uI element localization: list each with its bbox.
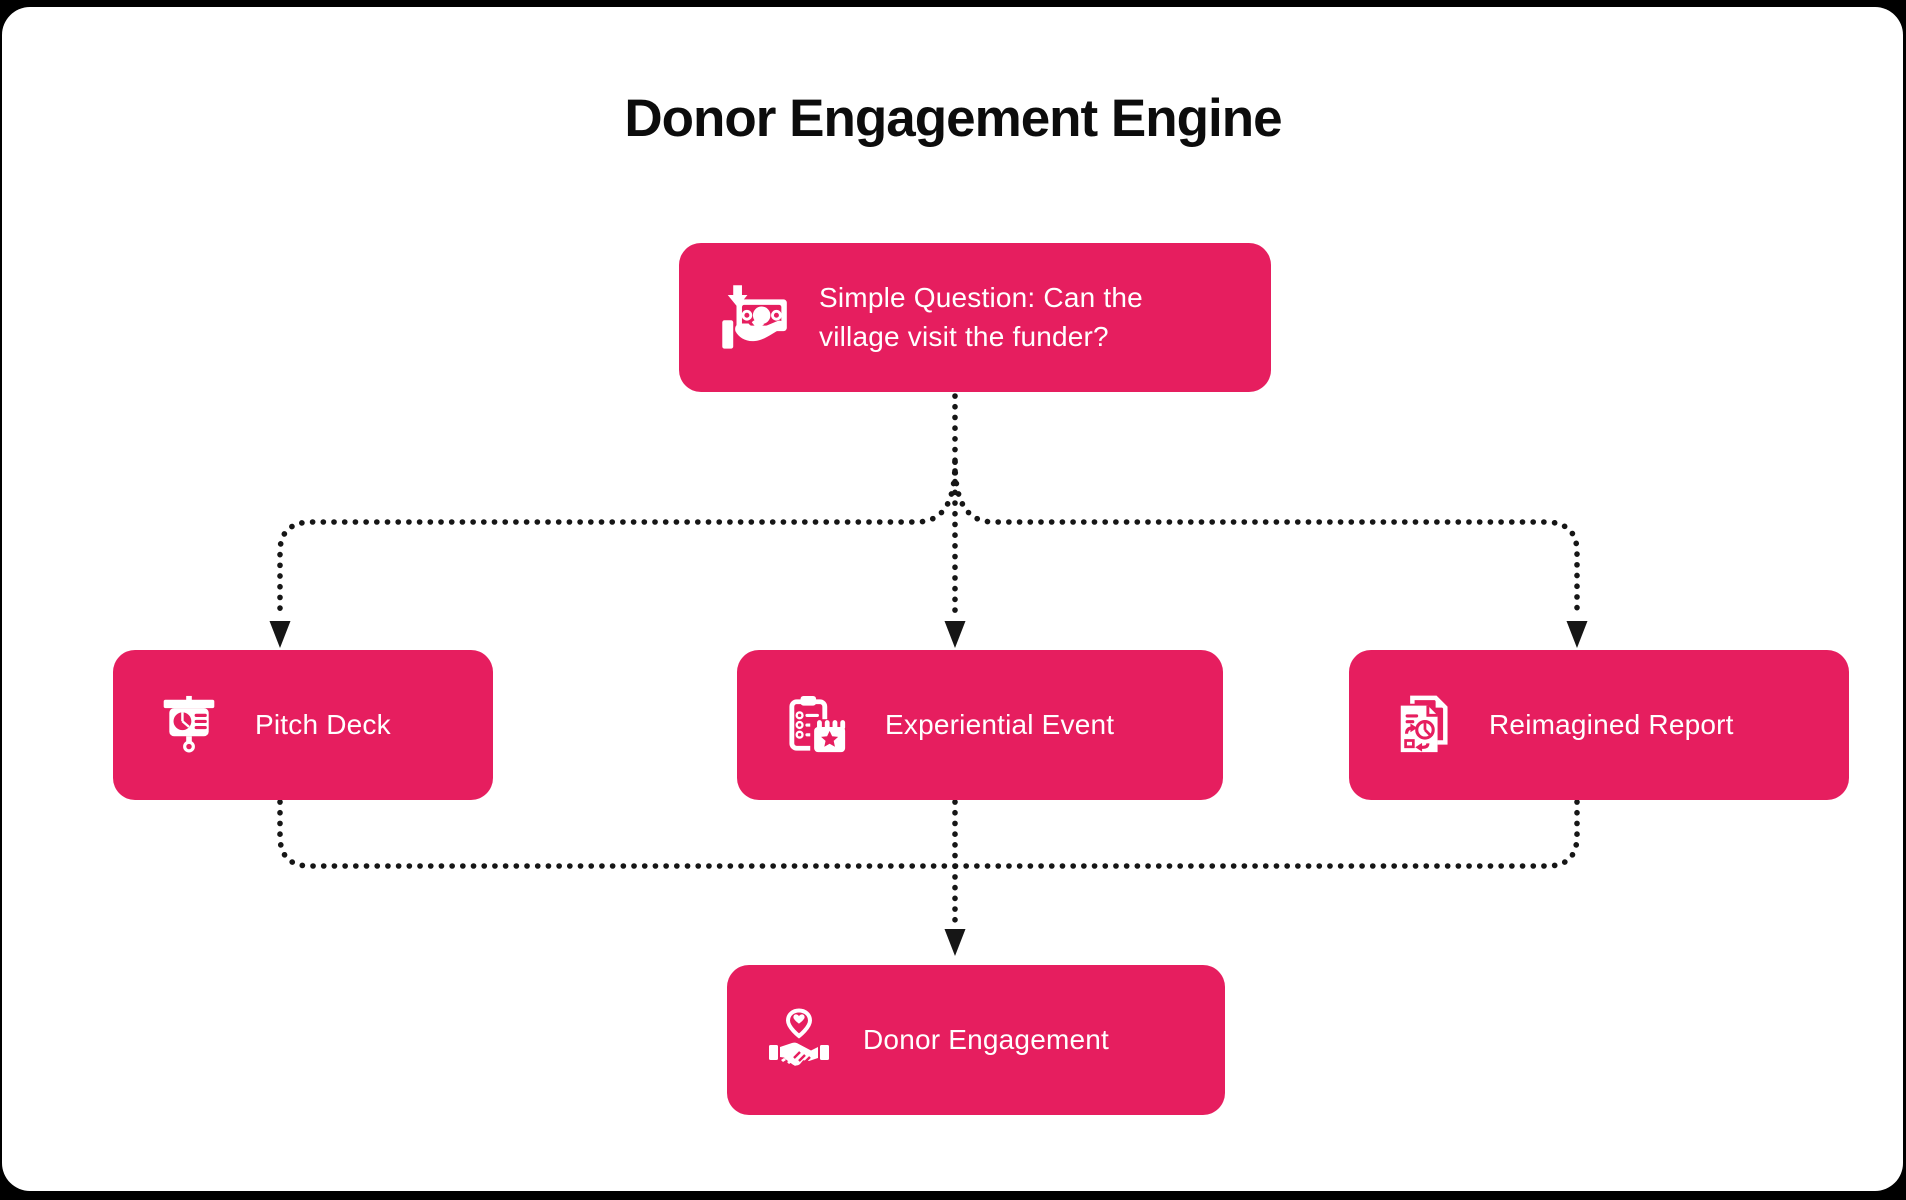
report-refresh-icon [1393,694,1455,756]
node-label: Donor Engagement [863,1023,1110,1055]
node-simple-question: Simple Question: Can the village visit t… [679,243,1271,392]
handshake-heart-icon [767,1008,831,1072]
node-reimagined-report: Reimagined Report [1349,650,1849,800]
node-label: Reimagined Report [1489,708,1734,740]
donation-hand-icon [719,283,789,353]
event-calendar-icon [787,694,849,756]
page-title: Donor Engagement Engine [624,89,1282,148]
node-experiential-event: Experiential Event [737,650,1223,800]
node-donor-engagement: Donor Engagement [727,965,1225,1115]
node-label: Pitch Deck [255,708,391,740]
node-label: Experiential Event [885,708,1115,740]
node-label: Simple Question: Can the village visit t… [819,282,1143,352]
pitch-deck-icon [159,695,219,755]
node-pitch-deck: Pitch Deck [113,650,493,800]
